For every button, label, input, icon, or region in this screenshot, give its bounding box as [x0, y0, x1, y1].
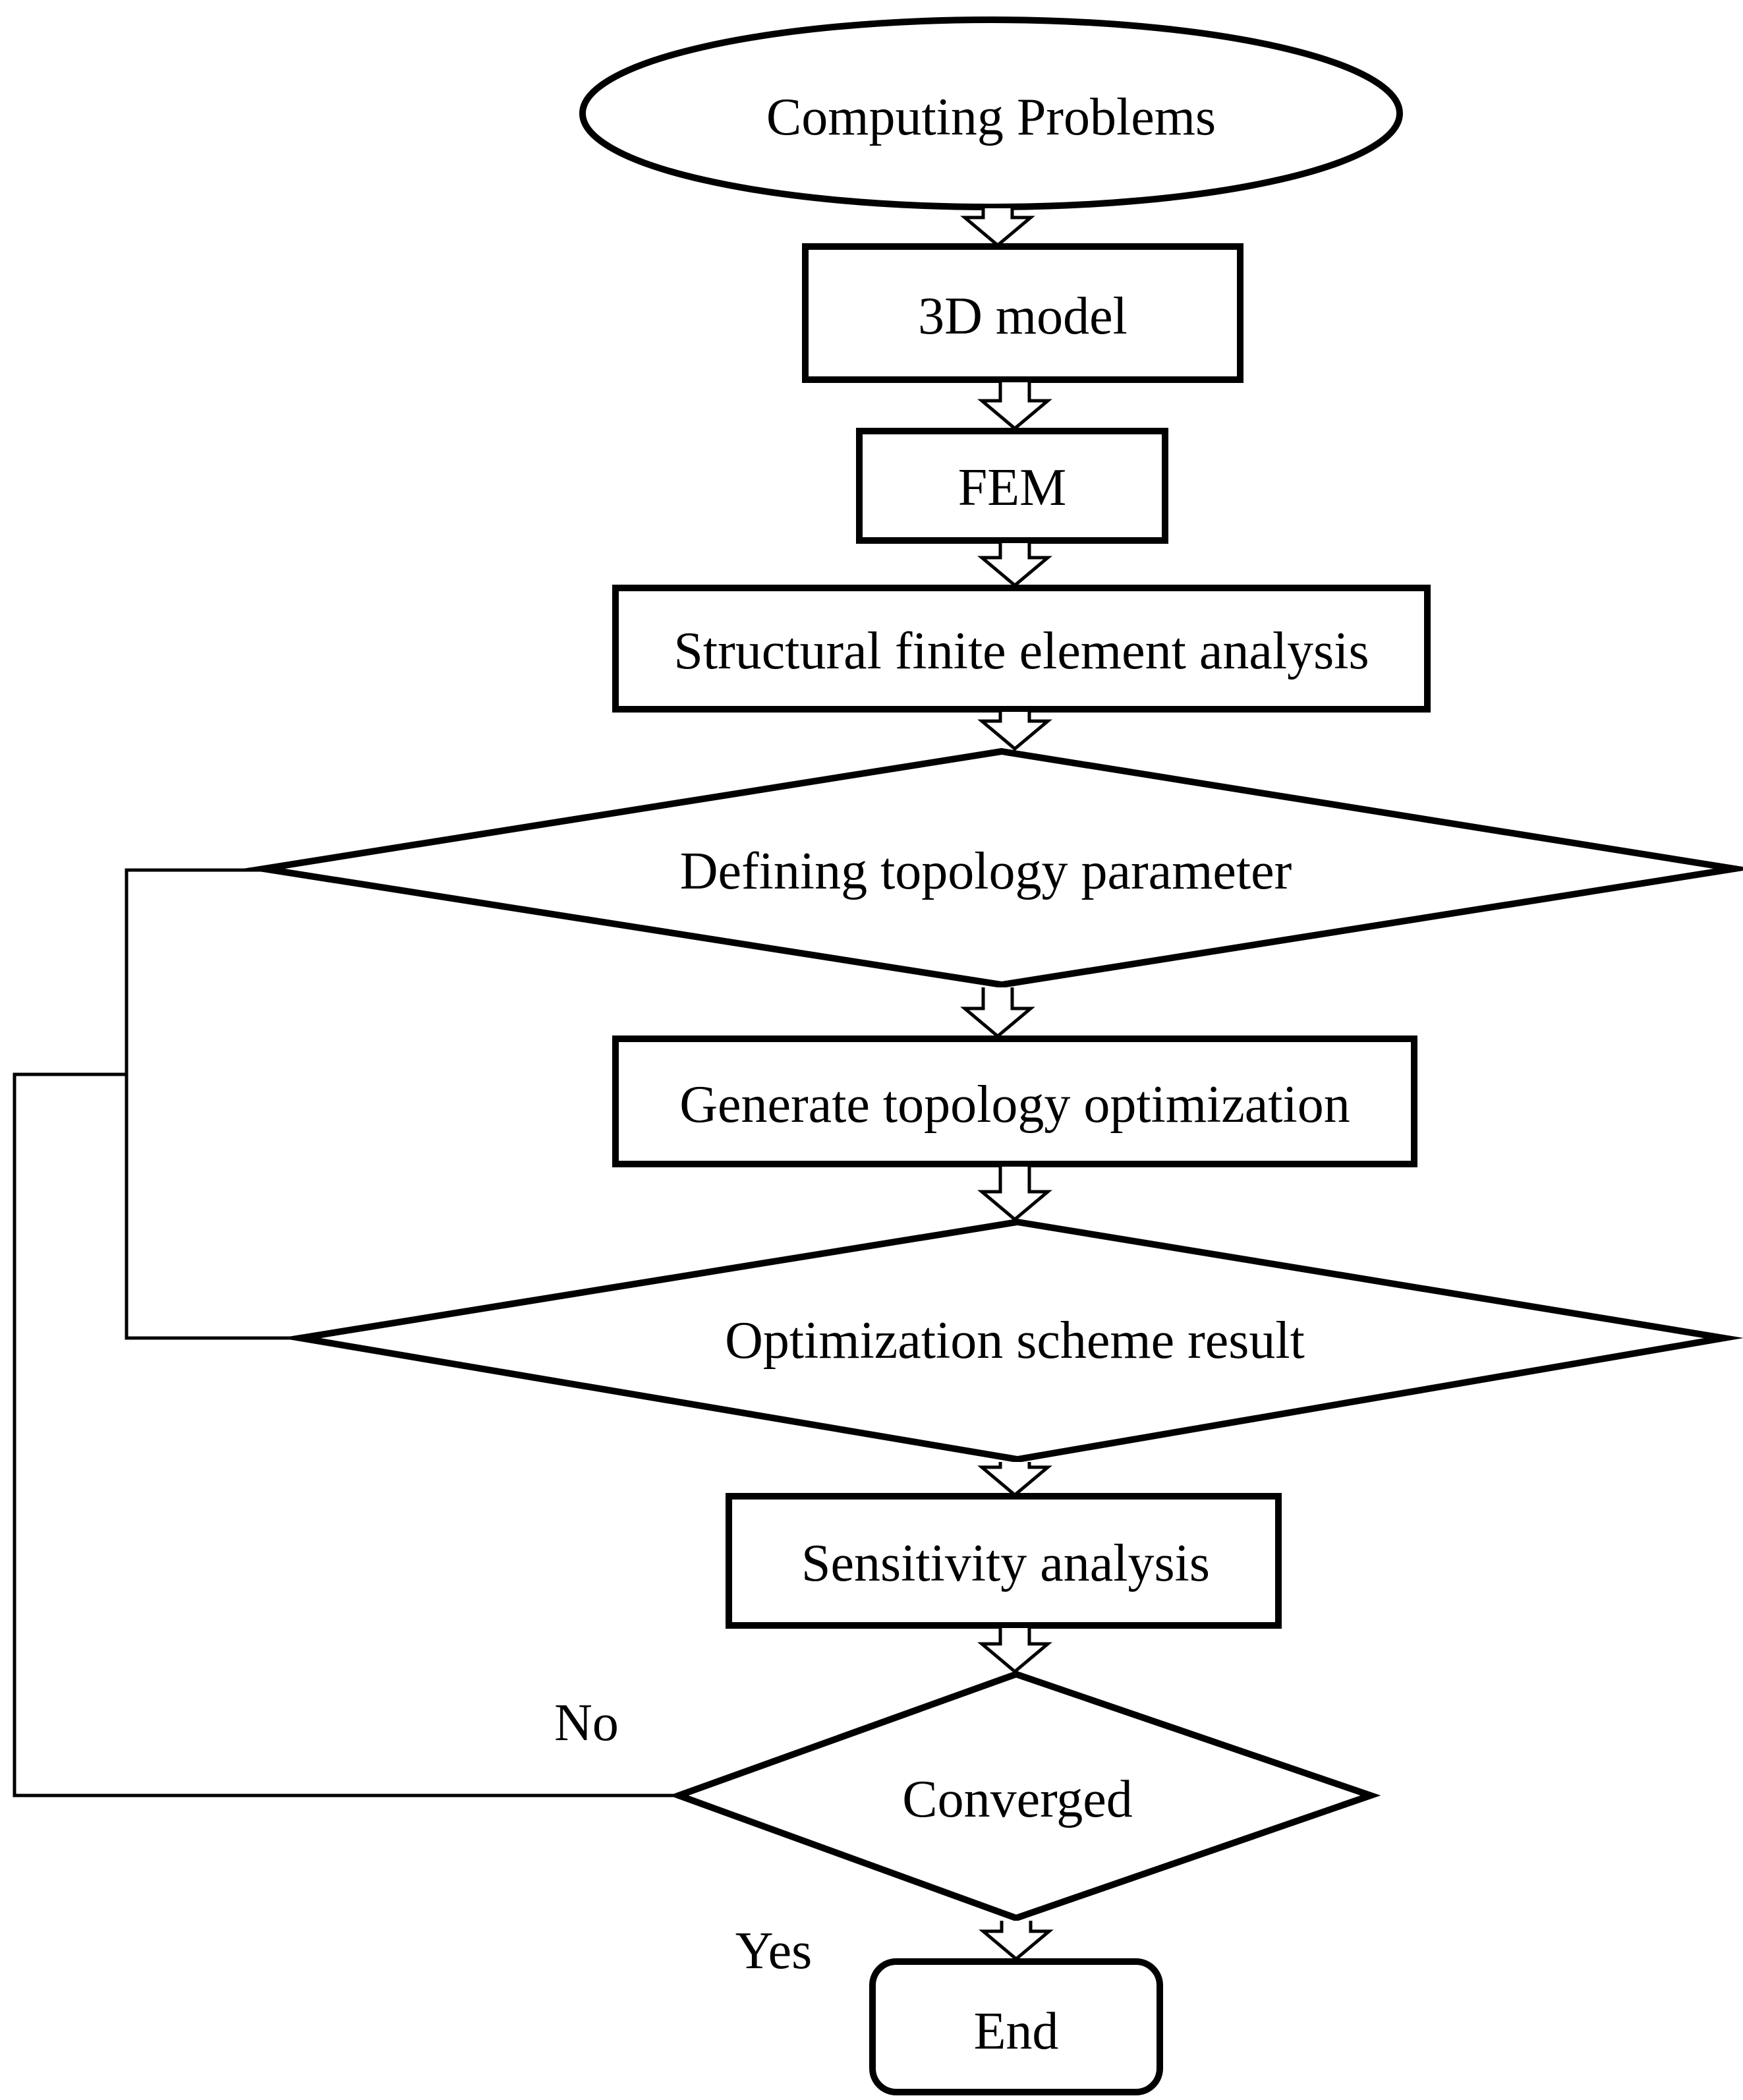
- node-converged: Converged: [669, 1670, 1381, 1922]
- start-label: Computing Problems: [766, 88, 1216, 146]
- feedback-line-optimization-to-defining: [125, 868, 300, 1340]
- fem-box: [856, 428, 1168, 544]
- node-sensitivity-analysis: Sensitivity analysis: [726, 1493, 1282, 1629]
- feedback-line-converged-no: [13, 1072, 679, 1797]
- defining-topology-diamond: [242, 747, 1743, 989]
- arrow-sensitivity-to-converged: [977, 1628, 1052, 1674]
- arrow-3d-model-to-fem: [977, 382, 1052, 431]
- branch-label-no: No: [554, 1694, 619, 1752]
- node-end: End: [869, 1958, 1163, 2095]
- 3d-model-box: [802, 243, 1243, 383]
- converged-label: Converged: [902, 1770, 1133, 1828]
- 3d-model-label: 3D model: [918, 287, 1128, 345]
- structural-fea-box: [612, 585, 1431, 713]
- arrow-structural-fea-to-defining: [977, 712, 1052, 751]
- generate-topology-box: [612, 1035, 1417, 1167]
- optimization-result-diamond: [280, 1218, 1743, 1463]
- structural-fea-label: Structural finite element analysis: [673, 622, 1369, 680]
- optimization-result-label: Optimization scheme result: [725, 1312, 1305, 1370]
- sensitivity-analysis-label: Sensitivity analysis: [801, 1534, 1210, 1592]
- node-optimization-scheme-result: Optimization scheme result: [280, 1218, 1743, 1463]
- node-start: Computing Problems: [579, 16, 1403, 210]
- arrow-start-to-3d-model: [960, 208, 1035, 248]
- node-structural-fea: Structural finite element analysis: [612, 585, 1431, 713]
- node-fem: FEM: [856, 428, 1168, 544]
- arrow-optimization-result-to-sensitivity: [977, 1462, 1052, 1498]
- arrow-converged-to-end: [979, 1921, 1054, 1962]
- generate-topology-label: Generate topology optimization: [679, 1076, 1350, 1134]
- node-generate-topology-optimization: Generate topology optimization: [612, 1035, 1417, 1167]
- node-defining-topology-parameter: Defining topology parameter: [242, 747, 1743, 989]
- converged-diamond: [669, 1670, 1381, 1922]
- arrow-fem-to-structural-fea: [977, 543, 1052, 588]
- branch-label-yes: Yes: [735, 1922, 812, 1980]
- arrow-defining-to-generate: [960, 987, 1035, 1039]
- node-3d-model: 3D model: [802, 243, 1243, 383]
- fem-label: FEM: [958, 459, 1067, 517]
- start-ellipse: [579, 16, 1403, 210]
- defining-topology-label: Defining topology parameter: [680, 842, 1292, 900]
- end-box: [869, 1958, 1163, 2095]
- arrow-generate-to-optimization-result: [977, 1167, 1052, 1222]
- sensitivity-analysis-box: [726, 1493, 1282, 1629]
- end-label: End: [974, 2002, 1059, 2060]
